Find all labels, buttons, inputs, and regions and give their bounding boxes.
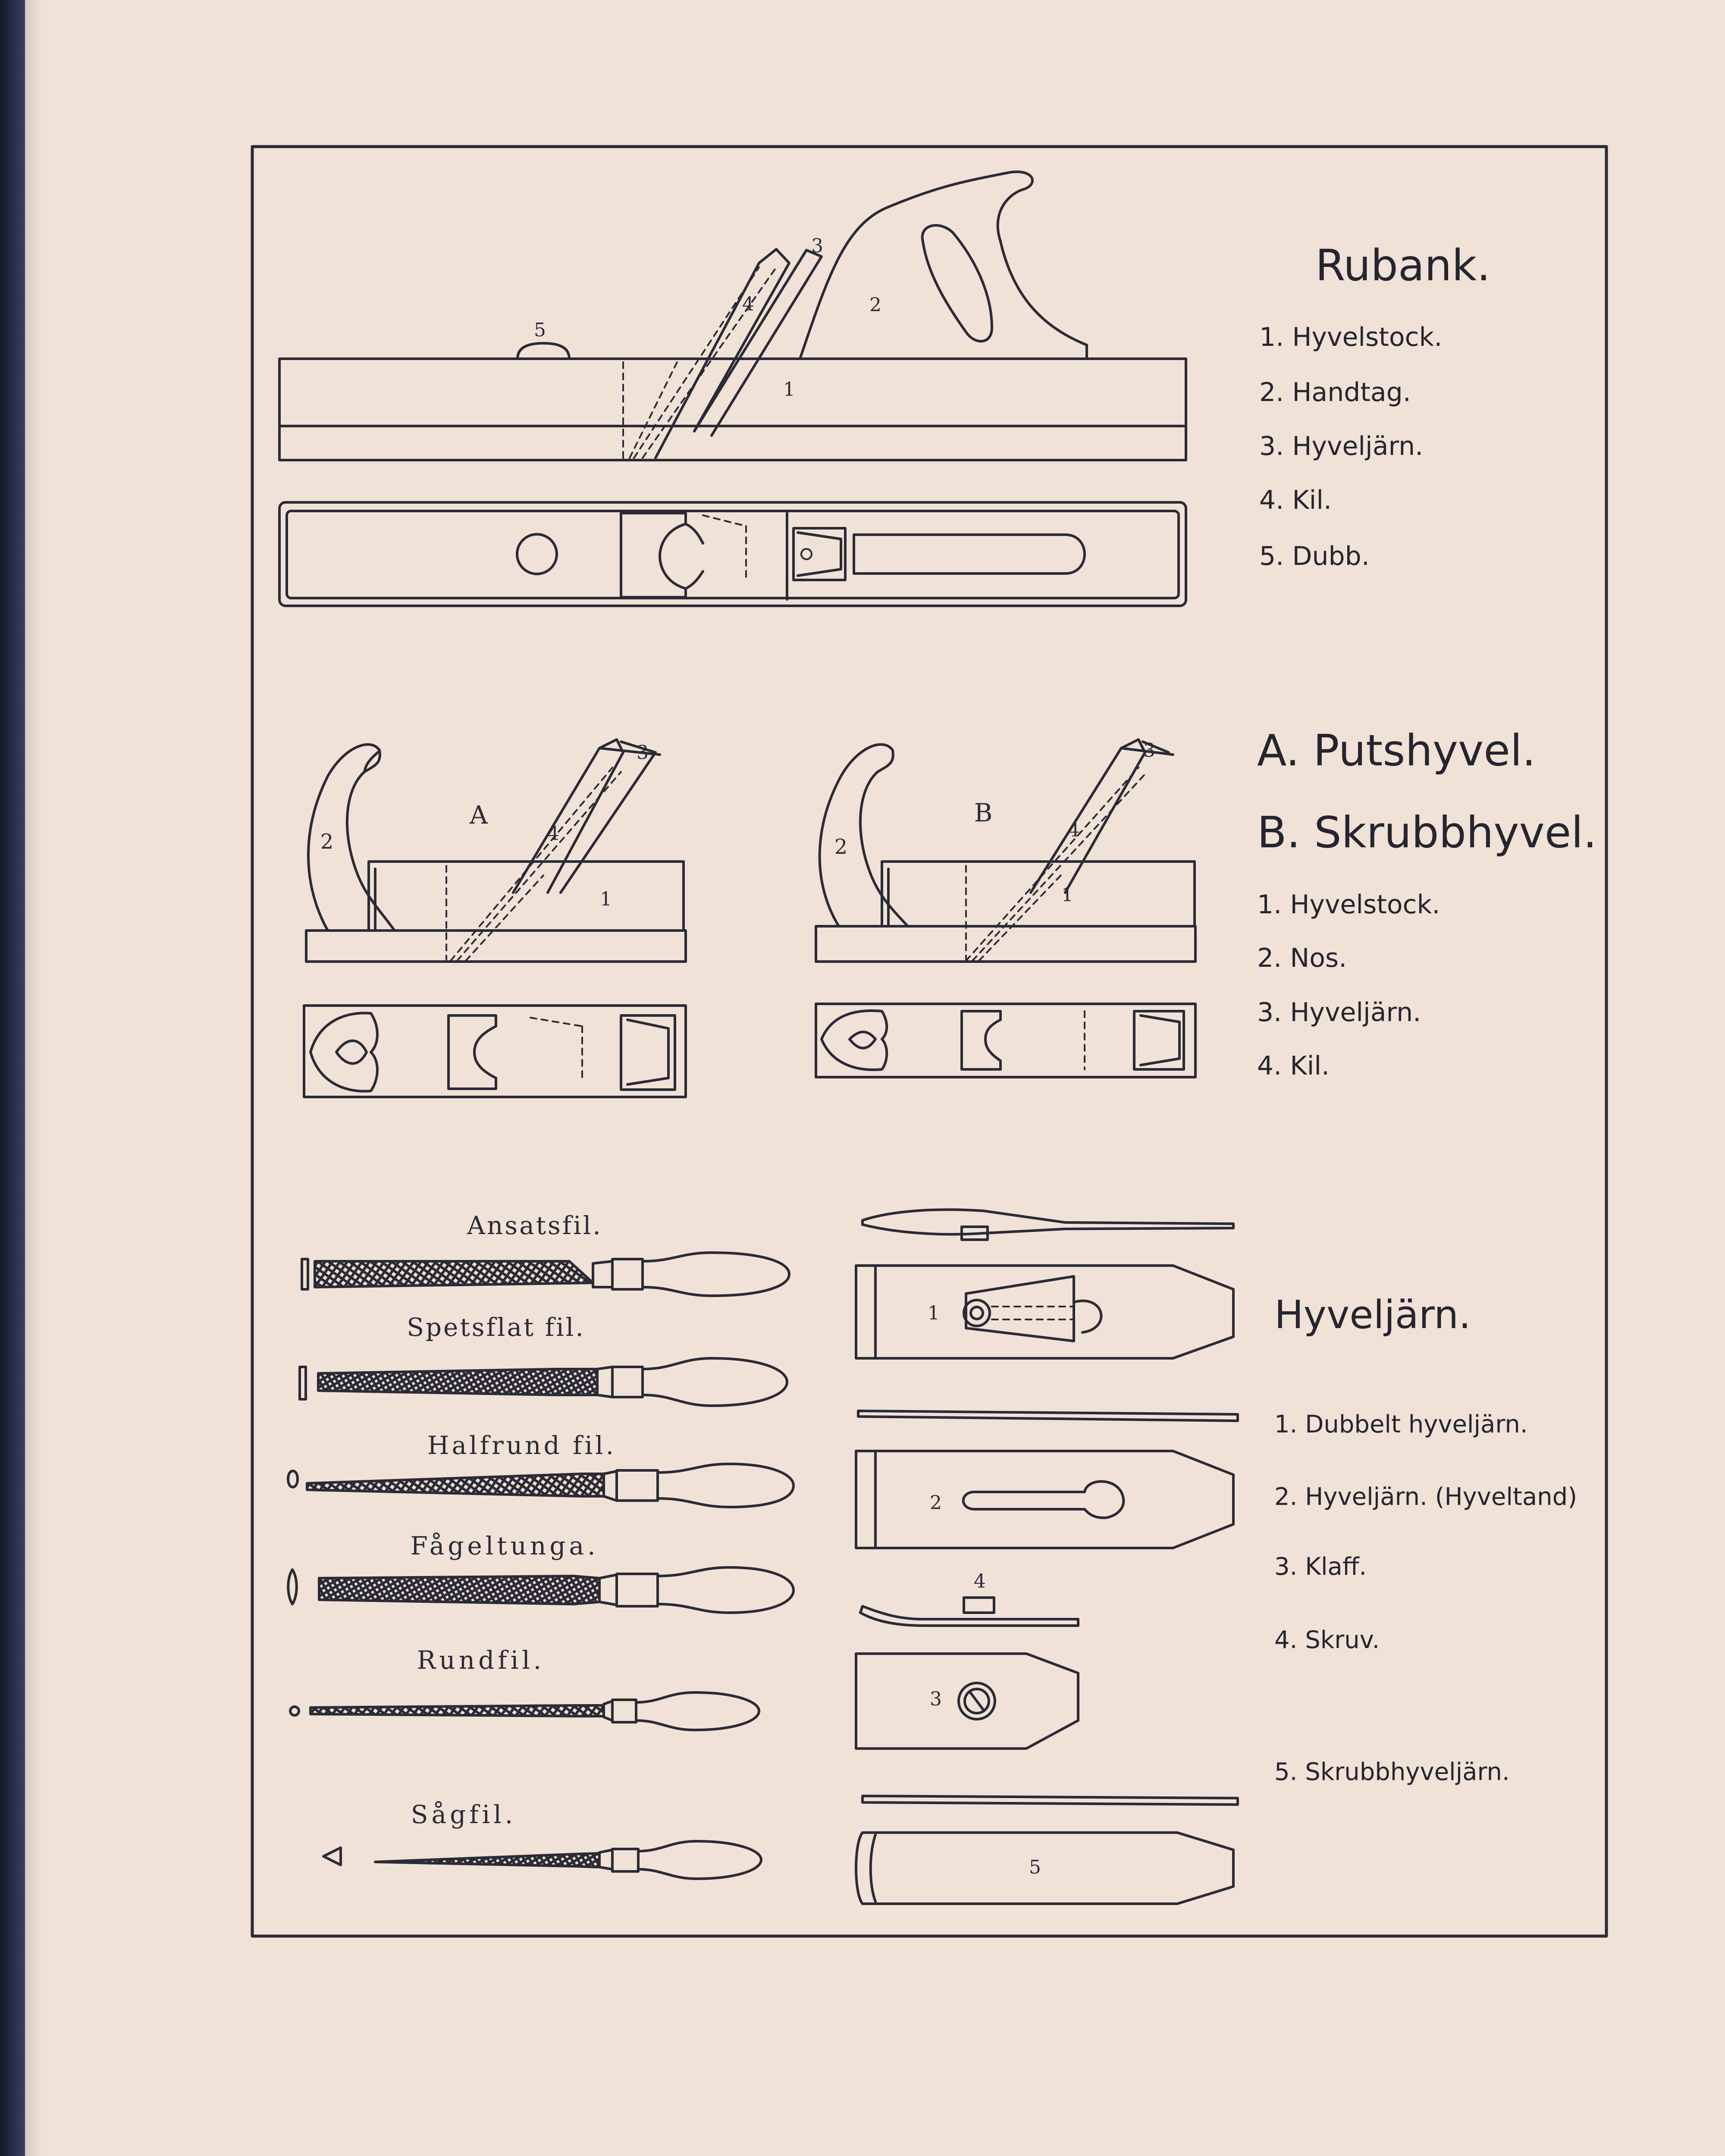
spetsflat-fil-drawing <box>298 1357 788 1407</box>
iron-callout-1: 1 <box>928 1302 940 1324</box>
planes-item-1: 1. Hyvelstock. <box>1257 890 1440 920</box>
book-spine <box>0 0 25 2156</box>
plane-b-callout-4: 4 <box>1068 819 1080 841</box>
iron-callout-3: 3 <box>930 1688 942 1710</box>
rubank-callout-4: 4 <box>742 293 754 315</box>
rubank-item-4: 4. Kil. <box>1259 485 1332 515</box>
rubank-item-5: 5. Dubb. <box>1259 541 1370 571</box>
plane-a-label: A <box>469 800 488 830</box>
halfrund-fil-drawing <box>287 1463 795 1508</box>
rubank-item-2: 2. Handtag. <box>1259 377 1411 407</box>
iron-callout-2: 2 <box>930 1492 942 1514</box>
sagfil-drawing <box>322 1840 762 1880</box>
rubank-callout-5: 5 <box>534 319 546 341</box>
planes-item-2: 2. Nos. <box>1257 943 1347 973</box>
putshyvel-side-view <box>305 738 687 963</box>
iron-callout-4: 4 <box>974 1570 986 1592</box>
rubank-top-view <box>278 501 1187 607</box>
rubank-callout-2: 2 <box>869 294 881 316</box>
plane-b-callout-3: 3 <box>1143 740 1155 761</box>
file-label-fageltunga: Fågeltunga. <box>410 1531 599 1561</box>
irons-item-2: 2. Hyveljärn. (Hyveltand) <box>1274 1483 1577 1511</box>
iron-1-drawing <box>855 1208 1235 1360</box>
skrubbhyvel-top-view <box>815 1003 1197 1078</box>
irons-item-1: 1. Dubbelt hyveljärn. <box>1274 1410 1528 1438</box>
rubank-side-view <box>278 170 1187 461</box>
planes-item-4: 4. Kil. <box>1257 1051 1330 1081</box>
irons-item-4: 4. Skruv. <box>1274 1626 1380 1654</box>
putshyvel-title: A. Putshyvel. <box>1257 725 1536 776</box>
file-label-ansatsfil: Ansatsfil. <box>467 1211 602 1240</box>
file-label-sagfil: Sågfil. <box>411 1800 516 1829</box>
irons-item-5: 5. Skrubbhyveljärn. <box>1274 1758 1510 1786</box>
putshyvel-top-view <box>303 1004 687 1098</box>
plane-a-callout-2: 2 <box>320 830 334 854</box>
plane-a-callout-4: 4 <box>547 823 559 845</box>
plane-b-label: B <box>974 798 993 827</box>
iron-5-drawing <box>855 1795 1239 1905</box>
ansatsfil-drawing <box>301 1251 790 1297</box>
file-label-halfrund: Halfrund fil. <box>427 1431 616 1460</box>
rubank-item-3: 3. Hyveljärn. <box>1259 431 1423 461</box>
planes-item-3: 3. Hyveljärn. <box>1257 997 1421 1028</box>
iron-2-drawing <box>855 1410 1239 1549</box>
hyveljarn-title: Hyveljärn. <box>1274 1292 1471 1338</box>
irons-item-3: 3. Klaff. <box>1274 1553 1367 1581</box>
plane-b-callout-2: 2 <box>834 835 848 859</box>
plane-a-callout-3: 3 <box>637 742 649 764</box>
rubank-callout-1: 1 <box>783 379 795 401</box>
plate-border <box>251 145 1608 1938</box>
rundfil-drawing <box>289 1691 760 1731</box>
plane-b-callout-1: 1 <box>1061 884 1073 906</box>
fageltunga-drawing <box>287 1566 795 1614</box>
skrubbhyvel-title: B. Skrubbhyvel. <box>1257 807 1597 858</box>
file-label-rundfil: Rundfil. <box>417 1645 545 1675</box>
rubank-item-1: 1. Hyvelstock. <box>1259 322 1442 352</box>
rubank-title: Rubank. <box>1315 240 1490 291</box>
skrubbhyvel-side-view <box>815 738 1197 963</box>
iron-3-klaff-drawing <box>855 1596 1079 1750</box>
iron-callout-5: 5 <box>1029 1856 1041 1878</box>
rubank-callout-3: 3 <box>811 235 823 257</box>
plane-a-callout-1: 1 <box>600 888 612 910</box>
file-label-spetsflat: Spetsflat fil. <box>407 1313 585 1342</box>
page-gutter <box>25 0 42 2156</box>
